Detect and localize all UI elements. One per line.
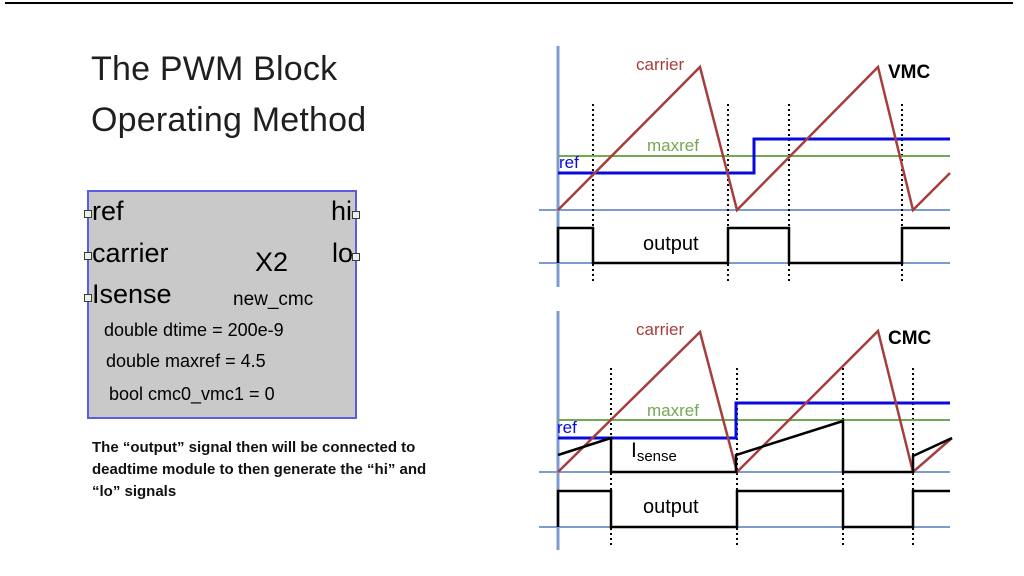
vmc-output-label: output — [643, 233, 699, 255]
block-instance-name: new_cmc — [233, 289, 314, 310]
cmc-output-label: output — [643, 496, 699, 518]
block-instance-label: X2 — [255, 247, 289, 277]
cmc-isense-label-sub: sense — [636, 448, 677, 466]
wave-isense — [557, 419, 953, 474]
cmc-ref-label: ref — [557, 418, 577, 437]
wave-ref — [558, 401, 950, 440]
wave-output — [556, 226, 950, 265]
cmc-carrier-label: carrier — [636, 320, 685, 339]
port-pin-carrier — [84, 252, 92, 260]
cmc-waveform-chart — [539, 311, 953, 550]
vmc-carrier-label: carrier — [636, 55, 685, 74]
wave-ref — [558, 137, 950, 175]
vmc-title: VMC — [888, 62, 931, 83]
page-title-line2: Operating Method — [91, 101, 367, 139]
port-pin-ref — [84, 210, 92, 218]
block-param-dtime: double dtime = 200e-9 — [104, 320, 284, 340]
slide-top-border — [5, 2, 1013, 4]
block-param-maxref: double maxref = 4.5 — [106, 351, 266, 371]
cmc-maxref-label: maxref — [647, 401, 699, 420]
block-port-label-hi: hi — [330, 196, 352, 226]
block-port-label-ref: ref — [92, 196, 124, 226]
page-title-line1: The PWM Block — [91, 50, 338, 88]
cmc-title: CMC — [888, 328, 932, 349]
vmc-waveform-chart — [539, 46, 951, 287]
vmc-maxref-label: maxref — [647, 136, 699, 155]
pwm-block-symbol: ref carrier Isense hi lo X2 new_cmc doub… — [84, 190, 360, 419]
vmc-ref-label: ref — [559, 153, 579, 172]
block-port-label-carrier: carrier — [92, 238, 169, 268]
port-pin-lo — [352, 253, 360, 261]
cmc-isense-label-main: I — [631, 439, 637, 462]
wave-carrier — [557, 328, 953, 475]
port-pin-hi — [352, 211, 360, 219]
port-pin-isense — [84, 294, 92, 302]
cmc-isense-label: Isense — [631, 439, 677, 465]
block-port-label-isense: Isense — [92, 279, 172, 309]
block-port-label-lo: lo — [331, 238, 353, 268]
note-text: The “output” signal then will be connect… — [92, 439, 427, 500]
wave-carrier — [557, 64, 951, 213]
page-title: The PWM Block Operating Method — [91, 44, 366, 146]
wave-output — [556, 489, 950, 529]
block-param-cmc0-vmc1: bool cmc0_vmc1 = 0 — [109, 384, 275, 404]
